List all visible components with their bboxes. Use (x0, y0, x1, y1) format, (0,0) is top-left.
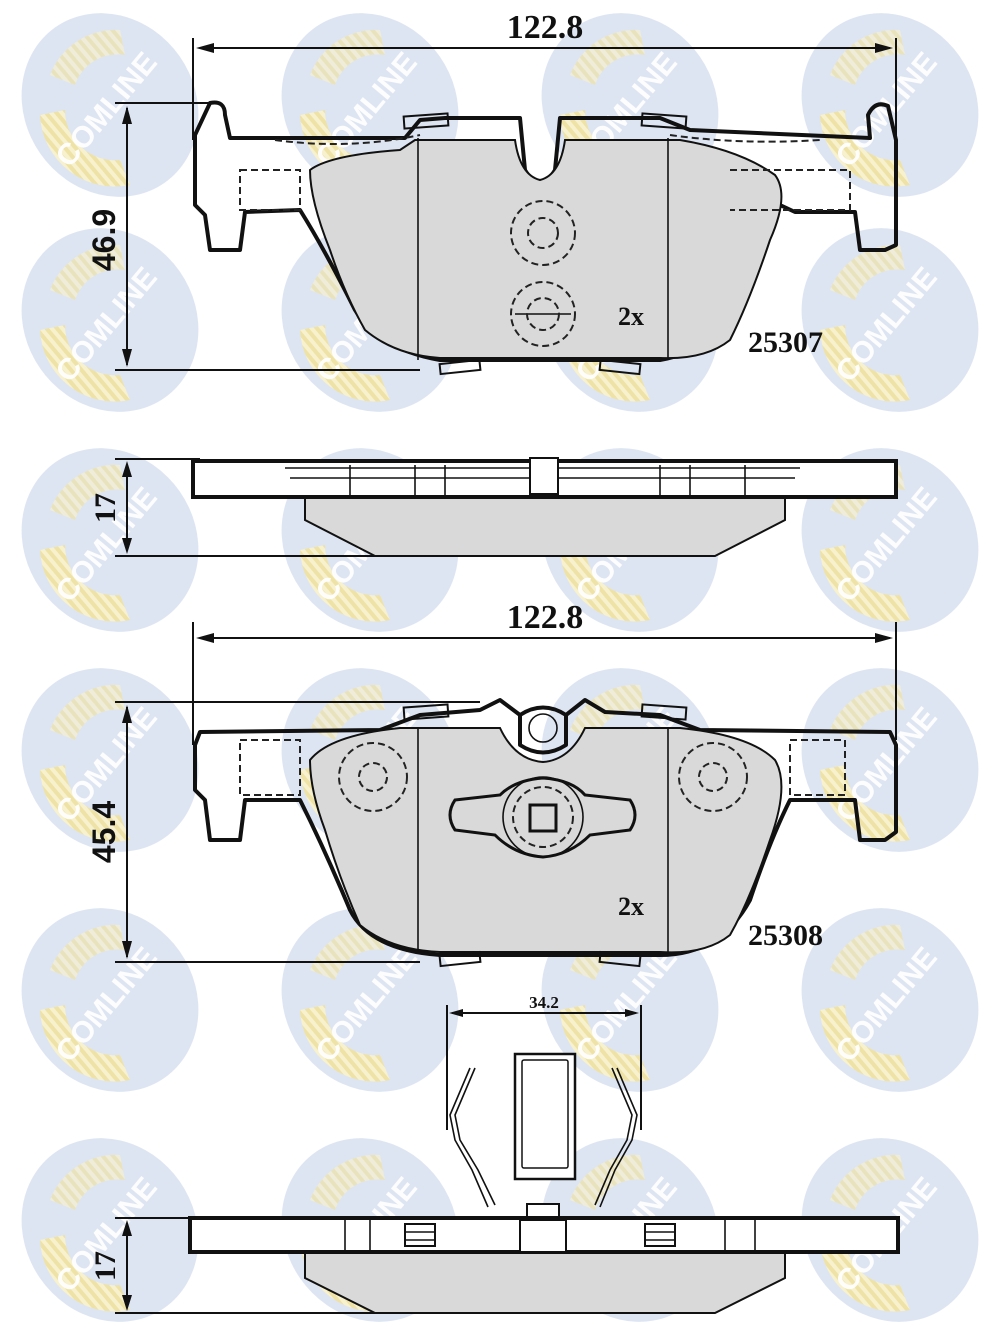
part-number-label: 25308 (748, 919, 823, 952)
pad-25308-front-view: 122.8 45.4 2x 25308 (86, 599, 898, 968)
quantity-label: 2x (618, 302, 644, 331)
pad-25308-side-view: 34.2 17 (89, 993, 900, 1314)
quantity-label: 2x (618, 892, 644, 921)
part-number-label: 25307 (748, 326, 823, 359)
sensor-width-dimension-label: 34.2 (529, 993, 559, 1012)
height-dimension-label: 46.9 (86, 209, 122, 271)
width-dimension-label: 122.8 (507, 9, 584, 46)
thickness-dimension-label: 17 (89, 1251, 122, 1281)
thickness-dimension-label: 17 (89, 493, 122, 523)
pad-25307-side-view: 17 (89, 457, 898, 557)
pad-25307-front-view: 122.8 46.9 2x 25307 (86, 9, 898, 376)
height-dimension-label: 45.4 (86, 801, 122, 863)
width-dimension-label: 122.8 (507, 599, 584, 636)
